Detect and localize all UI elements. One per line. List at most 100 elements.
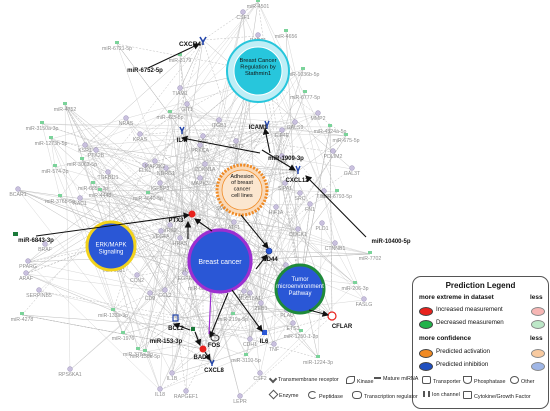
edge	[21, 130, 183, 316]
edge	[189, 265, 265, 333]
edge	[110, 245, 191, 267]
mirna-node-icon	[344, 133, 348, 136]
gene-node-icon	[257, 370, 263, 376]
edge	[169, 112, 220, 122]
edge	[17, 189, 371, 255]
inhibition-swatch-icon	[419, 362, 433, 371]
gene-node-icon	[315, 110, 321, 116]
edge	[211, 191, 338, 363]
background-node-label: FASLG	[356, 302, 373, 308]
edge	[144, 88, 181, 353]
gene-node-icon	[295, 226, 301, 232]
node-ptx3[interactable]: PTX3	[168, 210, 196, 225]
edge	[281, 156, 353, 170]
edge	[122, 70, 259, 335]
edge	[175, 122, 296, 319]
background-node-label: FN1	[305, 207, 315, 213]
node-bad[interactable]: BAD	[194, 345, 208, 362]
node-cd44[interactable]: CD44	[262, 247, 278, 263]
edge	[116, 43, 183, 132]
edge	[281, 122, 296, 158]
relationship-arrow	[209, 292, 229, 339]
edge	[169, 125, 268, 227]
edge	[268, 250, 371, 255]
edge	[92, 183, 338, 193]
mirna-10400-5p[interactable]: miR-10400-5p	[371, 239, 410, 245]
background-node-label: IGFBP3	[151, 186, 170, 192]
node-cxcl8[interactable]: CXCL8	[204, 359, 224, 374]
node-icam1[interactable]: ICAM1	[249, 120, 270, 131]
mirna-6843-3p[interactable]: miR-6843-3p	[13, 232, 54, 244]
edge	[285, 31, 336, 245]
gene-node-icon	[183, 388, 189, 394]
edge	[171, 348, 204, 375]
mirna-node-icon	[353, 281, 357, 284]
background-node-label: SIPA1	[278, 186, 292, 192]
background-node-label: RAPGEF1	[174, 394, 198, 400]
background-node-label: miR-130a-5p	[130, 354, 160, 360]
gene-node-icon	[283, 262, 289, 268]
background-node-label: miR-4524a-5p	[314, 129, 347, 135]
background-node-label: GIT1	[181, 107, 193, 113]
relationship-arrow	[255, 254, 268, 270]
legend-item-increased: Increased measurement	[419, 306, 545, 316]
gene-node-icon	[292, 119, 298, 125]
mirna-6752-5p[interactable]: miR-6752-5p	[127, 68, 163, 74]
relationship-arrow	[305, 175, 367, 238]
background-node-label: ATF1	[228, 225, 240, 231]
mirna-153-3p[interactable]: miR-153-3p	[150, 327, 195, 345]
prediction-legend: Prediction Legend more extreme in datase…	[412, 276, 549, 409]
background-node-label: NRAS	[119, 121, 134, 127]
gene-node-icon	[77, 195, 83, 201]
mirna-node-icon	[49, 136, 53, 139]
edge	[25, 69, 304, 275]
edge	[139, 134, 204, 138]
svg-text:CXCL8: CXCL8	[204, 368, 224, 374]
shape-legend-item: Transporter	[422, 376, 461, 385]
edge	[107, 1, 259, 174]
edge	[25, 273, 204, 350]
node-il6[interactable]: IL6	[260, 330, 269, 345]
node-cxcr4[interactable]: CXCR4	[179, 36, 207, 48]
edge	[64, 104, 166, 292]
edge	[84, 39, 204, 147]
edge	[179, 55, 193, 215]
background-node-label: miR-4752	[54, 107, 77, 113]
edge	[64, 104, 301, 290]
edge	[275, 207, 299, 231]
edge	[232, 229, 299, 316]
svg-text:PTX3: PTX3	[168, 218, 184, 224]
edge	[84, 145, 336, 245]
decreased-light-swatch-icon	[531, 320, 545, 329]
gene-node-icon	[93, 147, 99, 153]
mirna-1909-3p[interactable]: miR-1909-3p	[268, 156, 304, 162]
edge	[25, 273, 247, 357]
edge	[211, 69, 304, 363]
mirna-node-icon	[98, 188, 102, 191]
edge	[211, 207, 277, 363]
hub-breast-cancer[interactable]: Breast cancer	[187, 228, 253, 294]
relationship-arrow	[204, 351, 211, 361]
shape-legend-item: Ion channel	[423, 391, 460, 399]
background-node-label: miR-1224-3p	[303, 360, 333, 366]
edge	[202, 35, 259, 41]
node-cflar[interactable]: CFLAR	[327, 311, 353, 330]
receptor-icon	[268, 374, 278, 384]
edge	[112, 260, 221, 312]
mirna-node-icon	[301, 67, 305, 70]
shape-legend: Transmembrane receptor Kinase Mature miR…	[268, 374, 550, 411]
background-node-label: miR-4656	[275, 34, 298, 40]
edge	[79, 193, 149, 200]
gene-node-icon	[105, 169, 111, 175]
gene-node-icon	[237, 393, 243, 399]
edge	[59, 118, 127, 198]
edge	[116, 43, 259, 72]
edge	[54, 166, 371, 255]
node-cxcl12[interactable]: CXCL12	[285, 165, 309, 184]
background-node-label: miR-574-3p	[41, 169, 68, 175]
edge	[154, 125, 268, 163]
